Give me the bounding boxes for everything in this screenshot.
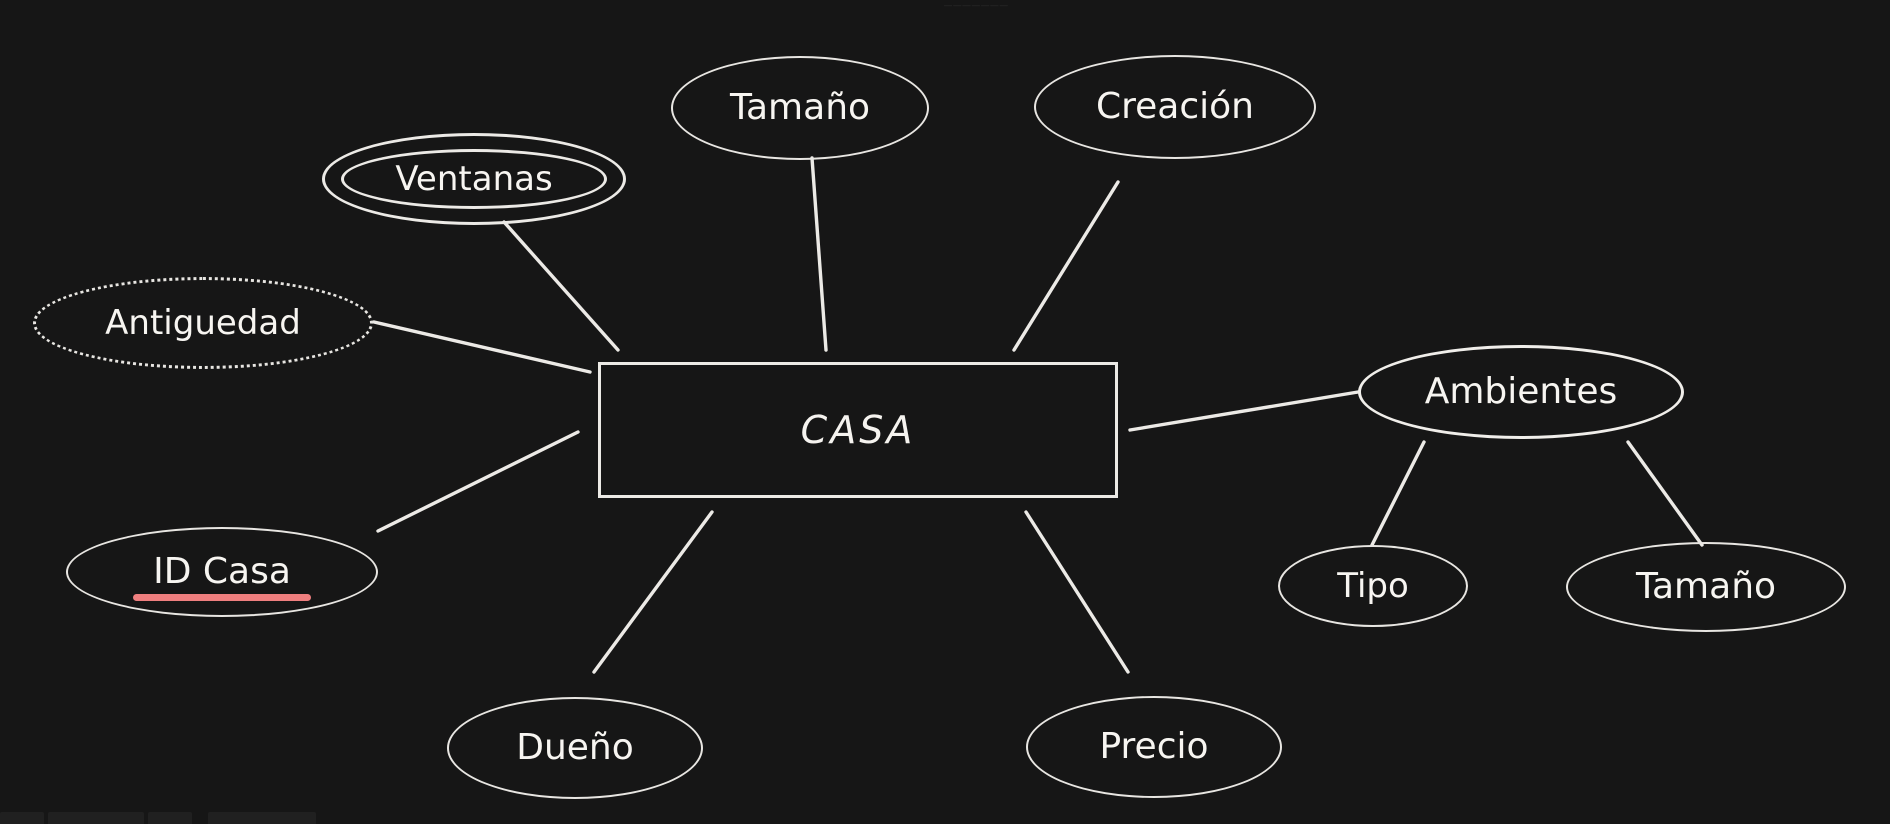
attribute-id-casa[interactable]: ID Casa bbox=[66, 527, 378, 617]
attribute-id-casa-label: ID Casa bbox=[153, 551, 291, 592]
attribute-ventanas[interactable]: Ventanas bbox=[322, 133, 626, 225]
attribute-precio[interactable]: Precio bbox=[1026, 696, 1282, 798]
taskbar-ghost-item bbox=[48, 812, 144, 824]
taskbar-ghost-gap bbox=[196, 812, 204, 824]
attribute-tamano-ambiente[interactable]: Tamaño bbox=[1566, 542, 1846, 632]
taskbar-ghost-item bbox=[0, 812, 44, 824]
attribute-tipo-label: Tipo bbox=[1337, 566, 1409, 606]
attribute-creacion-label: Creación bbox=[1096, 86, 1254, 127]
attribute-dueno[interactable]: Dueño bbox=[447, 697, 703, 799]
taskbar-ghost-item bbox=[208, 812, 316, 824]
attribute-antiguedad-label: Antiguedad bbox=[105, 303, 301, 343]
taskbar-ghost-item bbox=[148, 812, 192, 824]
entity-casa-label: CASA bbox=[800, 408, 916, 452]
cropped-taskbar-ghost bbox=[0, 812, 372, 824]
primary-key-underline bbox=[133, 594, 311, 601]
attribute-ambientes[interactable]: Ambientes bbox=[1358, 345, 1684, 439]
attribute-dueno-label: Dueño bbox=[516, 727, 634, 768]
entity-casa[interactable]: CASA bbox=[598, 362, 1118, 498]
attribute-ambientes-label: Ambientes bbox=[1424, 371, 1618, 412]
attribute-tipo[interactable]: Tipo bbox=[1278, 545, 1468, 627]
attribute-tamano-casa[interactable]: Tamaño bbox=[671, 56, 929, 160]
attribute-precio-label: Precio bbox=[1099, 726, 1209, 767]
attribute-creacion[interactable]: Creación bbox=[1034, 55, 1316, 159]
attribute-tamano-casa-label: Tamaño bbox=[729, 87, 871, 128]
attribute-ventanas-label: Ventanas bbox=[395, 159, 553, 199]
attribute-tamano-ambiente-label: Tamaño bbox=[1635, 566, 1777, 607]
multivalued-inner-ring bbox=[341, 149, 607, 209]
cropped-window-title-ghost: ——————— bbox=[943, 1, 1009, 11]
attribute-antiguedad[interactable]: Antiguedad bbox=[33, 277, 373, 369]
